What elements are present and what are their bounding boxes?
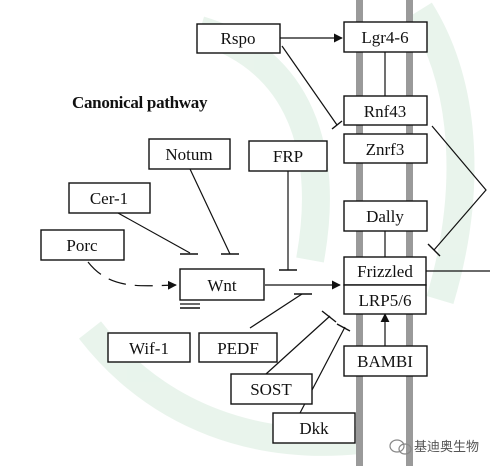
edge-rspo-inhibit-bar [331, 120, 343, 130]
edge-sost-inhibit-bar [321, 310, 337, 323]
node-sost-label: SOST [250, 380, 292, 399]
node-pedf: PEDF [198, 332, 278, 363]
node-wif1-label: Wif-1 [129, 339, 169, 358]
node-lgr-label: Lgr4-6 [361, 28, 408, 47]
node-cer1-label: Cer-1 [90, 189, 128, 208]
node-porc-label: Porc [66, 236, 98, 255]
node-znrf3-label: Znrf3 [366, 140, 405, 159]
node-frp: FRP [248, 140, 328, 172]
edge-rnf43-inhibits-frizzled [431, 125, 487, 251]
node-notum: Notum [148, 138, 231, 170]
edge-pedf-inhibits [249, 293, 303, 329]
node-frp-label: FRP [273, 147, 303, 166]
edge-rnf43-inhibit-bar [427, 243, 441, 257]
node-frizzled: Frizzled [343, 256, 427, 286]
membrane-rail-right [406, 0, 413, 466]
node-wnt-label: Wnt [207, 276, 237, 295]
node-wnt: Wnt [179, 268, 265, 301]
node-pedf-label: PEDF [217, 339, 259, 358]
node-frizzled-label: Frizzled [357, 262, 413, 281]
node-sost: SOST [230, 373, 313, 405]
watermark: 基迪奥生物 [389, 439, 479, 455]
node-dkk: Dkk [272, 412, 356, 444]
diagram-title: Canonical pathway [72, 93, 208, 112]
node-lrp-label: LRP5/6 [359, 291, 412, 310]
node-notum-label: Notum [165, 145, 212, 164]
edge-dkk-inhibit-bar [336, 323, 351, 332]
node-cer1: Cer-1 [68, 182, 151, 214]
node-dkk-label: Dkk [299, 419, 329, 438]
node-wif1: Wif-1 [107, 332, 191, 363]
node-lgr: Lgr4-6 [343, 21, 428, 53]
node-rnf43: Rnf43 [343, 95, 428, 126]
node-znrf3: Znrf3 [343, 133, 428, 164]
edge-porc-wnt [87, 261, 177, 290]
node-bambi: BAMBI [343, 345, 428, 377]
node-porc: Porc [40, 229, 125, 261]
node-bambi-label: BAMBI [357, 352, 413, 371]
node-lrp: LRP5/6 [343, 284, 427, 315]
edge-rspo-inhibits-rnf43 [281, 45, 338, 126]
edge-sost-inhibits-lrp [265, 315, 331, 375]
node-rspo-label: Rspo [221, 29, 256, 48]
node-dally: Dally [343, 200, 428, 232]
edges [87, 33, 490, 414]
edge-cer1-inhibits-wnt [117, 212, 191, 254]
edge-notum-inhibits-wnt [189, 168, 231, 255]
wechat-icon [389, 439, 412, 455]
watermark-text: 基迪奥生物 [414, 440, 479, 455]
node-dally-label: Dally [366, 207, 404, 226]
node-rspo: Rspo [196, 23, 281, 54]
node-rnf43-label: Rnf43 [364, 102, 407, 121]
membrane-rail-left [356, 0, 363, 466]
